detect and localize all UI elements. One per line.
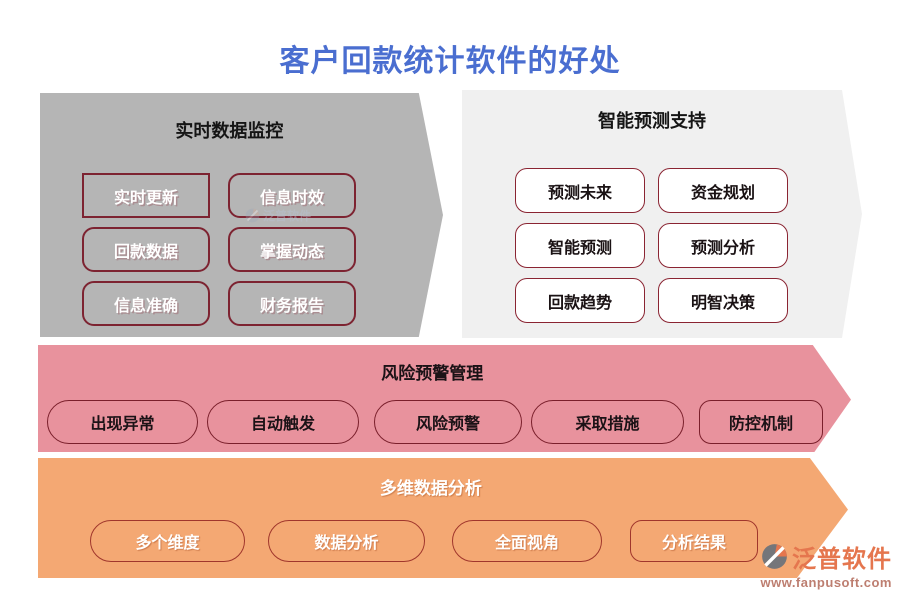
- realtime-chip-2: 信息时效: [228, 173, 356, 218]
- analysis-band-title: 多维数据分析: [379, 479, 482, 498]
- prediction-section-title: 智能预测支持: [598, 111, 706, 131]
- realtime-chip-6: 财务报告: [228, 281, 356, 326]
- prediction-chip-5: 回款趋势: [515, 278, 645, 323]
- analysis-pill-4: 分析结果: [630, 520, 758, 562]
- realtime-chip-1: 实时更新: [82, 173, 210, 218]
- risk-band-panel: 风险预警管理 出现异常 自动触发 风险预警 采取措施 防控机制: [38, 345, 851, 452]
- prediction-chip-2: 资金规划: [658, 168, 788, 213]
- fanpu-logo-icon: [245, 208, 260, 223]
- fanpu-watermark: 泛普软件: [245, 207, 311, 224]
- brand-name: 泛普软件: [792, 546, 892, 573]
- risk-pill-5: 防控机制: [699, 400, 823, 444]
- realtime-chip-4: 掌握动态: [228, 227, 356, 272]
- realtime-chip-5: 信息准确: [82, 281, 210, 326]
- realtime-section-title: 实时数据监控: [175, 121, 284, 141]
- analysis-band-panel: 多维数据分析 多个维度 数据分析 全面视角 分析结果: [38, 458, 848, 578]
- risk-pill-1: 出现异常: [47, 400, 198, 444]
- prediction-chip-3: 智能预测: [515, 223, 645, 268]
- risk-pill-3: 风险预警: [374, 400, 522, 444]
- fanpu-brand: 泛普软件 www.fanpusoft.com: [760, 539, 892, 590]
- brand-website: www.fanpusoft.com: [760, 575, 892, 590]
- risk-pill-2: 自动触发: [207, 400, 359, 444]
- page-title: 客户回款统计软件的好处: [279, 45, 621, 78]
- prediction-chip-1: 预测未来: [515, 168, 645, 213]
- risk-pill-4: 采取措施: [531, 400, 684, 444]
- risk-band-title: 风险预警管理: [381, 364, 484, 383]
- prediction-chip-6: 明智决策: [658, 278, 788, 323]
- prediction-arrow-panel: 智能预测支持 预测未来 资金规划 智能预测 预测分析 回款趋势 明智决策: [462, 90, 862, 338]
- analysis-pill-2: 数据分析: [268, 520, 425, 562]
- analysis-pill-1: 多个维度: [90, 520, 245, 562]
- realtime-chip-3: 回款数据: [82, 227, 210, 272]
- fanpu-logo-icon: [762, 544, 787, 569]
- watermark-text: 泛普软件: [263, 209, 312, 223]
- prediction-chip-4: 预测分析: [658, 223, 788, 268]
- realtime-arrow-panel: 实时数据监控 实时更新 信息时效 回款数据 掌握动态 信息准确 财务报告 泛普软…: [40, 93, 443, 337]
- analysis-pill-3: 全面视角: [452, 520, 602, 562]
